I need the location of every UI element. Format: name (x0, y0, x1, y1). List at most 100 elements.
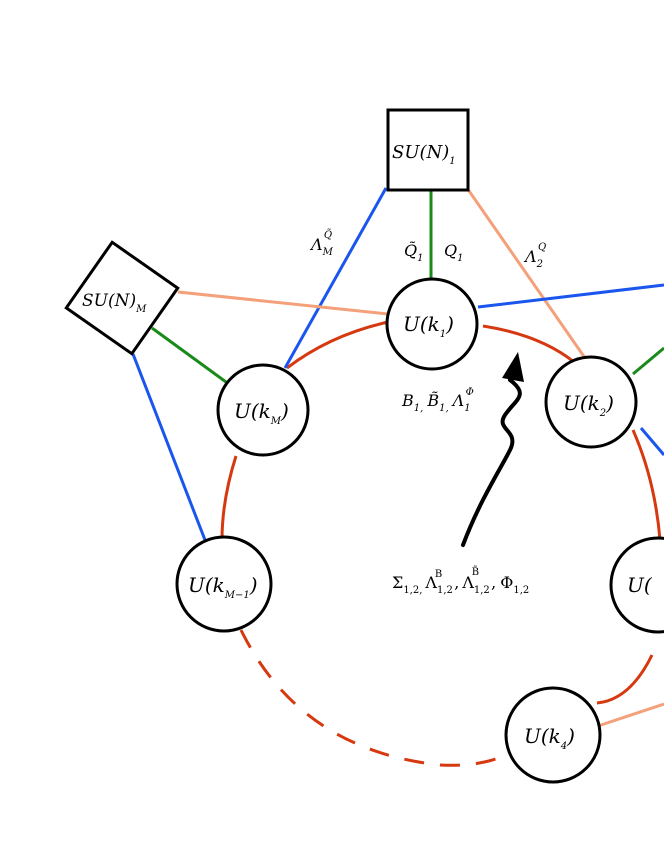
arc-kM-k1 (286, 320, 389, 370)
gauge-node-k1-circle (385, 277, 479, 371)
flavor-node-top: SU(N)1 (386, 108, 470, 192)
matter-lines (131, 187, 664, 728)
gauge-node-kM: U(kM) (216, 363, 310, 457)
gauge-node-k3-label: U( (627, 573, 653, 597)
edge-label-lambda-M-Qtilde-sup: Q̃ (324, 229, 332, 241)
flavor-node-top-sub: 1 (449, 156, 455, 167)
flavor-node-left (64, 240, 180, 356)
link-field-sigma-sub: 1,2, (403, 585, 422, 596)
gauge-node-k2: U(k2) (544, 355, 638, 449)
edge-label-lambda-M-Qtilde: Λ (309, 235, 323, 254)
svg-text:U(k4): U(k4) (524, 724, 575, 752)
gauge-node-kM1-close: ) (249, 573, 258, 597)
svg-text:SU(N)1: SU(N)1 (392, 142, 456, 167)
fermi-line-SU1-k2 (465, 187, 587, 359)
arc-k3-k4 (596, 654, 654, 705)
squiggle-arrow (461, 352, 524, 547)
fermi-line-SU1-kM (283, 187, 388, 369)
link-field-lambda-B-sub: 1,2 (437, 585, 453, 596)
link-field-lambda-Btilde-trail: , (491, 573, 496, 592)
node-fields-group: B1,B̃1,Λ1Φ (401, 387, 474, 414)
edge-label-Q1-tilde: Q̃ (404, 241, 417, 260)
flavor-node-top-label: SU(N) (392, 142, 449, 163)
gauge-node-kM1-label: U(k (188, 573, 225, 597)
arc-kM1-k4-dashed (239, 629, 507, 767)
link-field-lambda-Btilde-sup: B̃ (472, 566, 479, 578)
link-field-lambda-Btilde: Λ (461, 573, 474, 592)
node-field-B1: B (401, 391, 414, 410)
gauge-node-k4-close: ) (566, 724, 575, 748)
link-field-phi-sub: 1,2 (513, 585, 529, 596)
svg-text:U(k1): U(k1) (403, 312, 454, 340)
gauge-node-kM-close: ) (280, 399, 289, 423)
svg-text:SU(N)M: SU(N)M (82, 291, 147, 315)
gauge-node-k1-label: U(k (403, 312, 440, 336)
link-field-lambda-B-sup: B (435, 569, 442, 580)
flavor-node-left-label: SU(N) (82, 291, 136, 311)
chiral-line-k2-right (632, 346, 664, 376)
gauge-node-k4-label: U(k (524, 724, 561, 748)
edge-label-Q1-group: Q1 (444, 241, 464, 264)
flavor-node-left-box (64, 240, 180, 356)
bifundamental-ring (220, 320, 662, 767)
link-field-phi: Φ (500, 573, 513, 592)
gauge-node-k2-sub: 2 (599, 408, 606, 419)
edge-label-lambda-M-Qtilde-group: ΛM Q̃ (309, 229, 334, 258)
gauge-node-k1-close: ) (445, 312, 454, 336)
gauge-node-k1-sub: 1 (440, 329, 446, 340)
arrow-head (502, 352, 524, 382)
chiral-line-SUM-kM (151, 326, 227, 384)
gauge-node-kM-label: U(k (234, 399, 271, 423)
edge-label-lambda-2-Q-sub: 2 (536, 259, 543, 270)
gauge-node-k2-circle (544, 355, 638, 449)
node-field-lambda-phi-sup: Φ (466, 387, 474, 398)
arc-kM-kM1 (220, 455, 238, 541)
gauge-node-kM-sub: M (270, 416, 282, 427)
gauge-node-kM1-sub: M−1 (224, 590, 250, 601)
edge-label-Q1-sub: 1 (457, 253, 463, 264)
gauge-node-k2-label: U(k (563, 391, 600, 415)
edge-label-Q1-tilde-sub: 1 (417, 253, 423, 264)
edge-label-Q1: Q (444, 241, 457, 260)
fermi-line-SUM-kM1 (131, 353, 207, 541)
link-field-lambda-B-trail: , (454, 573, 459, 592)
link-fields-group: Σ1,2,Λ1,2B,Λ1,2B̃,Φ1,2 (392, 566, 529, 596)
link-field-sigma: Σ (392, 573, 403, 592)
gauge-node-kM1: U(kM−1) (175, 535, 273, 633)
node-field-lambda-phi-sub: 1 (464, 403, 470, 414)
gauge-node-k1: U(k1) (385, 277, 479, 371)
fermi-line-k2-right (639, 427, 664, 456)
flavor-node-left-sub: M (135, 304, 147, 315)
gauge-node-k3-circle (609, 536, 664, 634)
edge-label-lambda-2-Q: Λ (523, 247, 537, 266)
node-field-B1-tilde: B̃ (426, 391, 439, 410)
node-field-lambda-phi: Λ (451, 391, 465, 410)
svg-text:U(kM−1): U(kM−1) (188, 573, 258, 601)
arc-k1-k2 (482, 324, 575, 364)
edge-label-lambda-2-Q-sup: Q (538, 242, 546, 253)
gauge-node-kM1-circle (175, 535, 273, 633)
edge-label-lambda-M-Qtilde-sub: M (322, 247, 334, 258)
flavor-node-top-box (386, 108, 470, 192)
gauge-node-k3: U( (609, 536, 664, 634)
arc-k2-k3 (631, 429, 662, 541)
gauge-node-k4-circle (504, 686, 602, 784)
gauge-node-k2-close: ) (605, 391, 614, 415)
gauge-node-kM-circle (216, 363, 310, 457)
fermi-line-k1-right (477, 283, 664, 309)
svg-text:U(kM): U(kM) (234, 399, 289, 427)
node-field-B1-sub: 1, (414, 403, 424, 414)
gauge-node-k4: U(k4) (504, 686, 602, 784)
link-field-lambda-B: Λ (424, 573, 437, 592)
gauge-node-k4-sub: 4 (560, 741, 567, 752)
fermi-line-k4-right (597, 702, 664, 728)
edge-label-lambda-2-Q-group: Λ2 Q (523, 242, 546, 270)
fermi-line-SUM-k1 (177, 290, 389, 316)
link-field-lambda-Btilde-sub: 1,2 (474, 585, 490, 596)
squiggle-arrow-path (461, 378, 522, 547)
svg-text:U(: U( (627, 573, 653, 597)
svg-text:U(k2): U(k2) (563, 391, 614, 419)
node-field-B1-tilde-sub: 1, (439, 403, 449, 414)
edge-label-Q1-tilde-group: Q̃1 (404, 241, 424, 264)
